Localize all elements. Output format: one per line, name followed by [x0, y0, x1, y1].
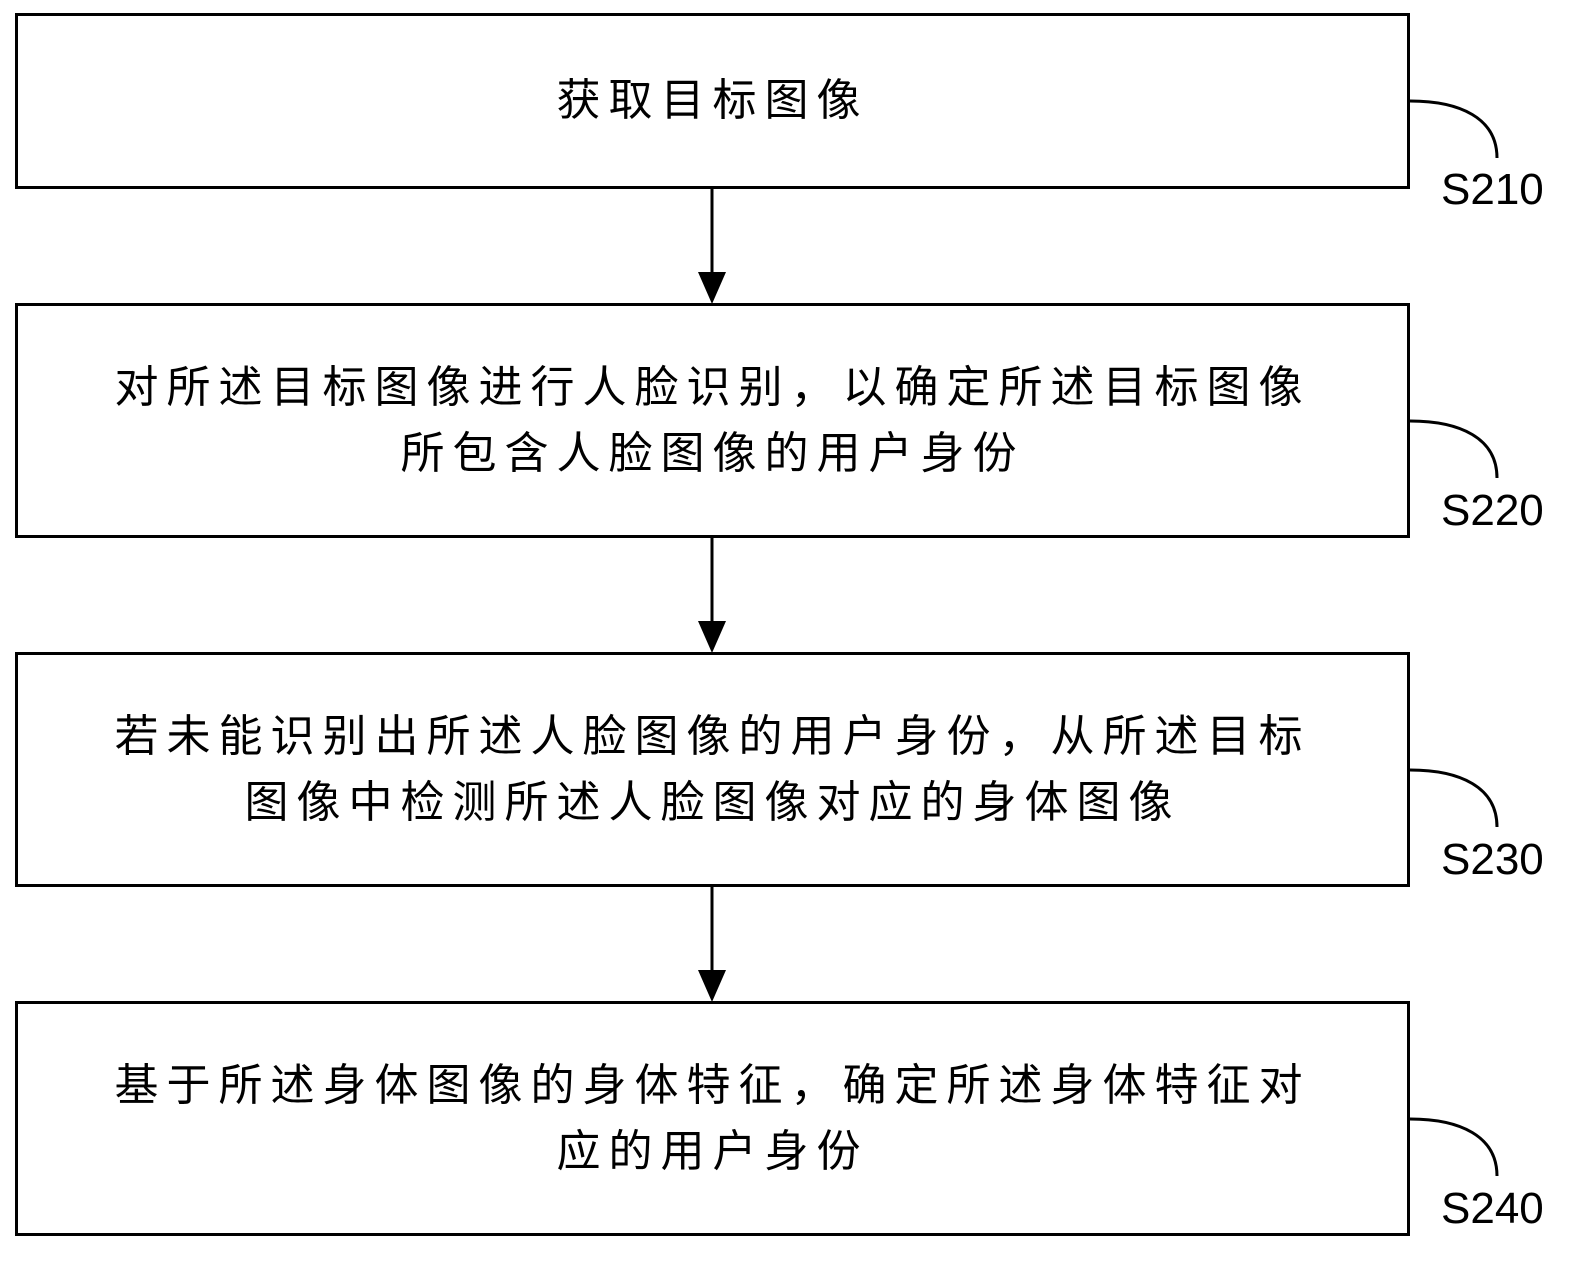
step-box-s220: 对所述目标图像进行人脸识别，以确定所述目标图像 所包含人脸图像的用户身份	[15, 303, 1410, 538]
arrow-s220-to-s230	[698, 537, 726, 653]
step-text: 图像中检测所述人脸图像对应的身体图像	[244, 776, 1181, 828]
step-label-s230: S230	[1441, 835, 1544, 884]
step-text: 所包含人脸图像的用户身份	[400, 427, 1025, 479]
step-text: 获取目标图像	[556, 75, 869, 126]
step-text: 应的用户身份	[556, 1125, 869, 1177]
leader-curve-s230	[1409, 768, 1499, 828]
arrow-s230-to-s240	[698, 886, 726, 1002]
step-label-s210: S210	[1441, 165, 1544, 214]
step-box-s210: 获取目标图像	[15, 13, 1410, 189]
leader-curve-s210	[1409, 99, 1499, 159]
step-text: 基于所述身体图像的身体特征，确定所述身体特征对	[114, 1059, 1311, 1111]
step-box-s230: 若未能识别出所述人脸图像的用户身份，从所述目标 图像中检测所述人脸图像对应的身体…	[15, 652, 1410, 887]
step-label-s240: S240	[1441, 1184, 1544, 1233]
leader-curve-s220	[1409, 419, 1499, 479]
step-text: 若未能识别出所述人脸图像的用户身份，从所述目标	[114, 710, 1311, 762]
step-box-s240: 基于所述身体图像的身体特征，确定所述身体特征对 应的用户身份	[15, 1001, 1410, 1236]
step-text: 对所述目标图像进行人脸识别，以确定所述目标图像	[114, 361, 1311, 413]
step-label-s220: S220	[1441, 486, 1544, 535]
leader-curve-s240	[1409, 1117, 1499, 1177]
arrow-s210-to-s220	[698, 188, 726, 304]
